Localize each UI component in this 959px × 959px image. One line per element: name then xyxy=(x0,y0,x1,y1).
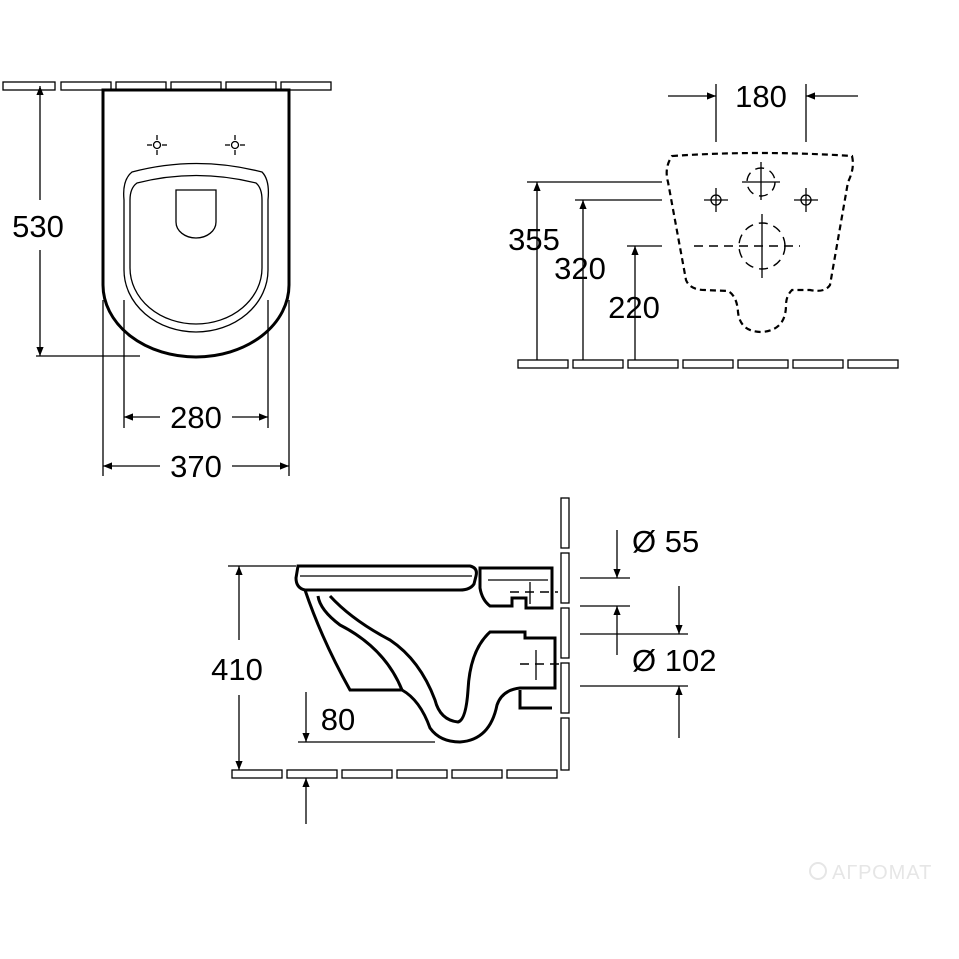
top-flush-opening xyxy=(175,189,217,239)
dim-bolt-spacing-label: 180 xyxy=(735,79,787,114)
dim-height-label: 410 xyxy=(211,652,263,687)
side-seat xyxy=(294,564,478,592)
top-bowl-rim xyxy=(123,162,270,333)
watermark: АГРОМАТ xyxy=(809,862,932,884)
rear-bolt-right-icon xyxy=(794,188,818,212)
rear-view: 180 355 320 220 xyxy=(508,79,899,369)
rear-bolt-left-icon xyxy=(704,188,728,212)
dim-depth-label: 530 xyxy=(12,209,64,244)
side-view: 410 80 Ø 55 Ø 102 xyxy=(211,497,716,824)
dim-height-355-label: 355 xyxy=(508,222,560,257)
rear-outlet-icon xyxy=(694,214,800,278)
dim-height-220-label: 220 xyxy=(608,290,660,325)
dim-outlet-diameter-label: Ø 102 xyxy=(632,643,716,678)
side-rear-block xyxy=(478,566,554,610)
side-floor xyxy=(231,769,558,779)
dim-floor-offset-label: 80 xyxy=(321,702,355,737)
fixing-hole-left-icon xyxy=(147,135,167,155)
top-view: 530 280 370 xyxy=(2,81,332,484)
rear-outline xyxy=(665,151,854,334)
top-bowl-outline xyxy=(101,88,291,359)
fixing-hole-right-icon xyxy=(225,135,245,155)
watermark-text: АГРОМАТ xyxy=(832,862,932,884)
rear-floor xyxy=(517,359,899,369)
dim-inlet-diameter-label: Ø 55 xyxy=(632,524,699,559)
side-wall xyxy=(560,497,570,771)
dim-height-320-label: 320 xyxy=(554,251,606,286)
dim-seat-width-label: 280 xyxy=(170,400,222,435)
rear-inlet-icon xyxy=(742,162,780,200)
dim-overall-width-label: 370 xyxy=(170,449,222,484)
side-bowl xyxy=(303,589,405,692)
